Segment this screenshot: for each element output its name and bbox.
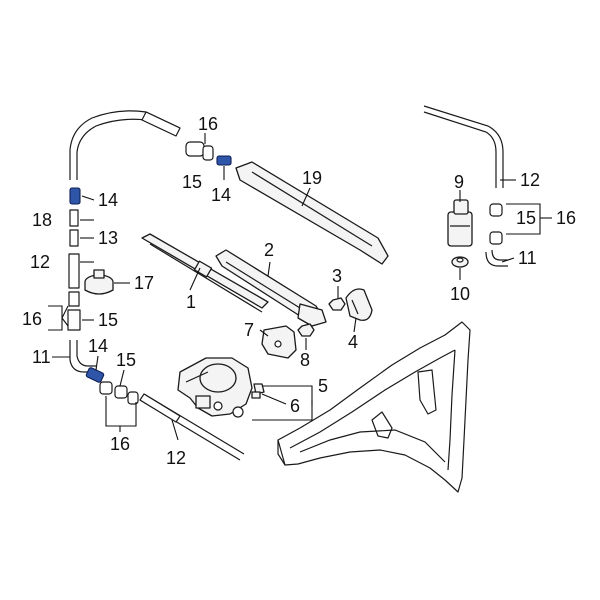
callout-15-top: 15: [182, 172, 202, 192]
callout-11-right: 11: [518, 248, 537, 268]
callout-14-top: 14: [211, 185, 231, 205]
fender: [277, 321, 471, 493]
callout-1: 1: [186, 292, 196, 312]
callout-15-low: 15: [116, 350, 136, 370]
fittings-top-center: [185, 141, 214, 161]
callout-5: 5: [318, 376, 328, 396]
fittings-lower-left: [99, 381, 139, 405]
callout-12-right: 12: [520, 170, 540, 190]
callout-7: 7: [244, 320, 254, 340]
wiper-blade: [141, 233, 269, 313]
washer-hose-left: [69, 110, 181, 180]
callout-12-left: 12: [30, 252, 50, 272]
callout-16-right: 16: [556, 208, 576, 228]
callout-4: 4: [348, 332, 358, 352]
grommet-10: [451, 256, 469, 268]
callout-15-right: 15: [516, 208, 536, 228]
leader-lines: [48, 133, 552, 441]
washer-hose-lower: [139, 393, 245, 461]
callout-11-left: 11: [32, 347, 51, 367]
connector-14-top-center[interactable]: [216, 155, 232, 166]
washer-pump: [447, 199, 473, 247]
connector-14-group: [69, 155, 232, 383]
callout-16-bottom: 16: [110, 434, 130, 454]
callout-16-top: 16: [198, 114, 218, 134]
washer-hose-right: [423, 105, 508, 267]
callout-13: 13: [98, 228, 118, 248]
callout-15-left: 15: [98, 310, 118, 330]
callout-9: 9: [454, 172, 464, 192]
bracket-7: [261, 325, 297, 359]
callout-14-low: 14: [88, 336, 108, 356]
reservoir-cap: [84, 269, 114, 295]
callout-18: 18: [32, 210, 52, 230]
nut-3: [328, 297, 346, 311]
callout-10: 10: [450, 284, 470, 304]
callout-8: 8: [300, 350, 310, 370]
wiper-cover: [235, 161, 389, 265]
cap-4: [345, 288, 373, 321]
wiper-motor: [177, 357, 265, 418]
callout-14-mid: 14: [98, 190, 118, 210]
connector-14-top-left[interactable]: [69, 187, 81, 205]
connector-14-lower-left[interactable]: [85, 367, 105, 383]
callout-3: 3: [332, 266, 342, 286]
washer-line-left-vertical: [67, 209, 96, 373]
callout-12-bottom: 12: [166, 448, 186, 468]
wiper-arm: [215, 249, 327, 327]
callout-2: 2: [264, 240, 274, 260]
callout-6: 6: [290, 396, 300, 416]
callouts: 16 15 14 19 14 18 13 12 17 16 15 11 14 1…: [22, 114, 576, 468]
callout-16-left: 16: [22, 309, 42, 329]
nut-8: [297, 323, 315, 337]
callout-19: 19: [302, 168, 322, 188]
callout-17: 17: [134, 273, 154, 293]
